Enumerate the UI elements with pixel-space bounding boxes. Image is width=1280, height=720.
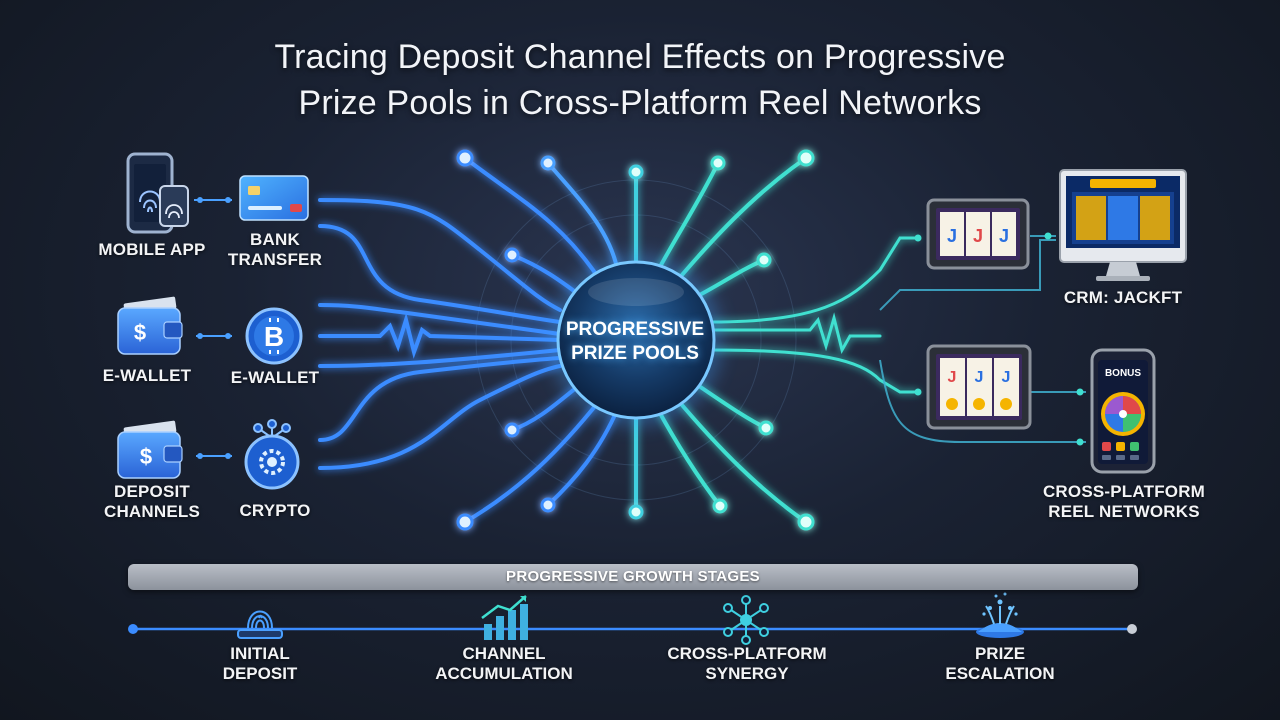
stage-initial-deposit: INITIAL DEPOSIT [222,644,298,683]
hub-label-line-2: PRIZE POOLS [571,343,699,364]
stage-channel-accumulation: CHANNEL ACCUMULATION [435,644,573,683]
hub-label-line-1: PROGRESSIVE [565,319,705,340]
hub-highlight [588,278,684,306]
growth-stages-bar: PROGRESSIVE GROWTH STAGES [128,564,1138,590]
spoke-node [456,149,474,167]
flow-line-5 [318,348,562,368]
slot-tablet-bottom: J J J [926,344,1032,430]
slot-tablet-top: J J J [926,198,1030,270]
network-icon [723,595,769,645]
fountain-icon [976,592,1024,638]
fingerprint-icon [237,610,283,639]
svg-text:B: B [264,321,284,352]
connector-dot [914,234,922,242]
flow-line-4 [318,312,562,359]
link-dot [225,453,231,459]
hub-core [556,260,716,420]
title-line-1: Tracing Deposit Channel Effects on Progr… [274,38,1006,76]
out-line-3 [710,348,920,394]
label-ewallet-bitcoin: E-WALLET [230,368,320,387]
bitcoin-icon: B [245,307,303,365]
label-crypto: CRYPTO [239,501,311,520]
svg-text:J: J [1002,369,1011,386]
svg-text:J: J [999,226,1009,246]
label-mobile-app: MOBILE APP [98,240,206,259]
out-line-2 [710,236,920,324]
deposit-wallet-icon: $ [117,420,183,479]
spoke-node [456,513,474,531]
spoke-node [797,513,815,531]
svg-text:J: J [948,369,957,386]
connector-to-phone-2 [879,359,1086,443]
flow-line-7 [318,364,562,470]
connector-dot [1076,388,1084,396]
connector-to-monitor [879,239,1056,311]
growth-stages-title: PROGRESSIVE GROWTH STAGES [506,568,760,585]
spoke-node [504,422,520,438]
connector-dot [1076,438,1084,446]
hub-sphere [550,254,722,426]
label-deposit-channels: DEPOSIT CHANNELS [103,482,201,521]
link-dot [225,333,231,339]
svg-text:J: J [947,226,957,246]
spoke-node [758,420,774,436]
out-line-1 [710,312,882,354]
bonus-phone [1090,348,1156,474]
label-ewallet-wallet: E-WALLET [102,366,192,385]
stage-cross-platform-synergy: CROSS-PLATFORM SYNERGY [667,644,827,683]
svg-text:$: $ [134,320,146,345]
spoke-node [504,247,520,263]
page-title: Tracing Deposit Channel Effects on Progr… [0,34,1280,126]
timeline-start-dot [128,624,138,634]
phone-bonus-text: BONUS [1105,368,1141,379]
left-flow-lines [318,198,562,470]
svg-text:J: J [975,369,984,386]
right-flow-lines [710,236,920,394]
label-crm-jackpot: CRM: JACKFT [1063,288,1183,307]
flow-line-3 [318,303,562,336]
spoke [674,396,808,524]
label-cross-platform-networks: CROSS-PLATFORM REEL NETWORKS [1042,482,1206,521]
spoke-node [712,498,728,514]
spoke [463,156,602,282]
spoke-node [710,155,726,171]
spoke-end-nodes [456,149,815,531]
link-dot [197,197,203,203]
connector-dot [914,388,922,396]
spoke-node [628,504,644,520]
bar-chart-icon [481,595,528,640]
stage-prize-escalation: PRIZE ESCALATION [945,644,1055,683]
svg-text:$: $ [140,444,152,469]
title-line-2: Prize Pools in Cross-Platform Reel Netwo… [298,84,982,122]
crypto-icon [244,419,300,490]
flow-line-2 [318,224,562,324]
stage-timeline [128,624,1137,634]
spoke-node [540,497,556,513]
spoke-node [628,164,644,180]
spoke-node [540,155,556,171]
spoke [463,398,602,524]
link-dot [197,333,203,339]
spoke [674,156,808,284]
hub-label: PROGRESSIVE PRIZE POOLS [545,318,725,366]
spoke-node [797,149,815,167]
right-connector-dots [914,232,1084,446]
label-bank-transfer: BANK TRANSFER [227,230,323,269]
timeline-end-dot [1127,624,1137,634]
connector-dot [1044,232,1052,240]
flow-line-1 [318,198,562,312]
bank-card-icon [239,175,309,221]
flow-line-6 [318,356,562,442]
link-dot [225,197,231,203]
mobile-app-icon [126,152,189,234]
link-dot [197,453,203,459]
slot-monitor [1059,169,1187,281]
wallet-icon: $ [117,296,183,355]
svg-text:J: J [973,226,983,246]
spoke-node [756,252,772,268]
